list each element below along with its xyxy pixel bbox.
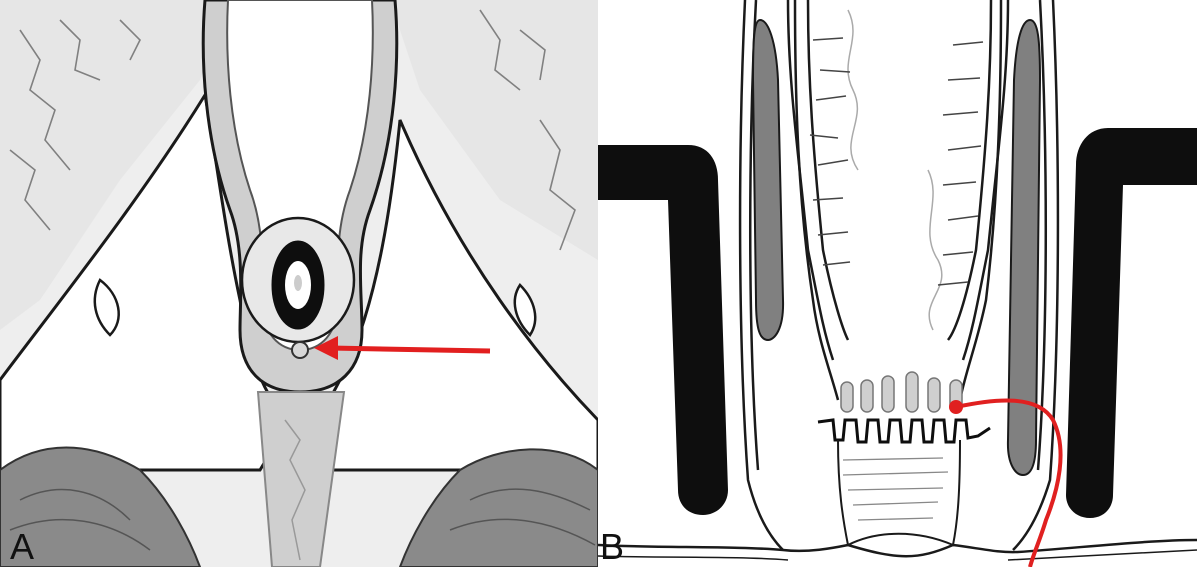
panel-a-illustration [0,0,598,567]
external-fistula-opening [292,342,308,358]
panel-a: A [0,0,598,567]
panel-label-a: A [10,529,34,565]
internal-fistula-opening [949,400,963,414]
panel-label-b: B [600,529,624,565]
panel-b: B [598,0,1197,567]
panel-b-illustration [598,0,1197,567]
